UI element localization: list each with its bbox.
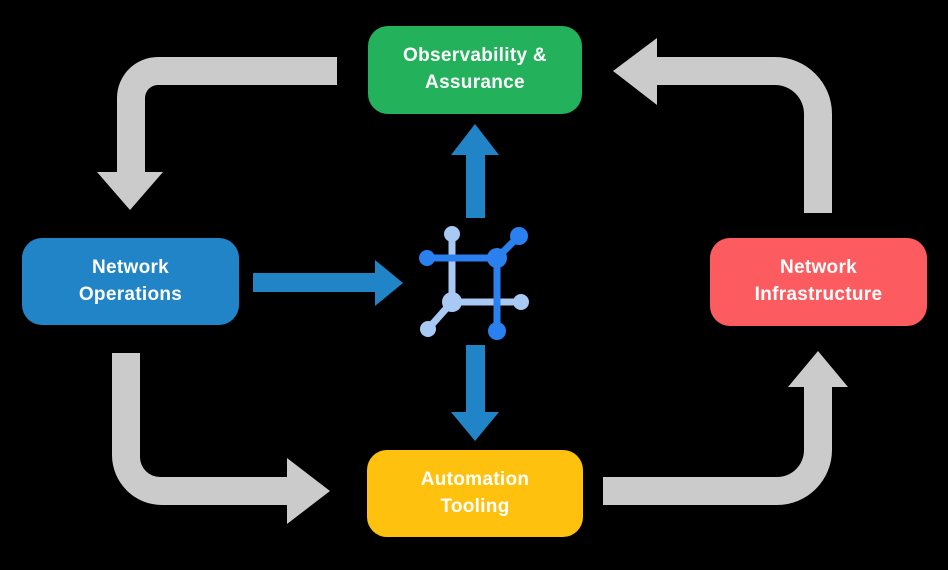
node-label-line: Automation <box>420 468 530 490</box>
cycle-arrows <box>97 38 848 524</box>
icon-node <box>510 227 528 245</box>
node-label-line: Infrastructure <box>754 284 883 305</box>
node-automation-tooling: Automation Tooling <box>367 450 583 537</box>
icon-node <box>444 226 460 242</box>
node-label-line: Network <box>779 257 858 279</box>
node-label-line: Assurance <box>425 72 525 93</box>
arrow-observability-to-operations <box>97 57 337 210</box>
node-label-line: Operations <box>78 283 183 305</box>
icon-node <box>488 322 506 340</box>
node-observability-assurance: Observability & Assurance <box>368 26 582 114</box>
node-label: Automation Tooling <box>421 467 530 521</box>
icon-node <box>513 294 529 310</box>
network-mesh-icon <box>419 226 529 340</box>
node-network-infrastructure: Network Infrastructure <box>710 238 927 326</box>
node-label-line: Tooling <box>440 495 510 517</box>
arrow-automation-to-infrastructure <box>603 351 848 505</box>
arrow-infrastructure-to-observability <box>613 38 832 213</box>
flow-arrows <box>253 124 499 441</box>
node-label-line: Observability & <box>403 45 547 67</box>
node-label: Network Operations <box>79 255 182 309</box>
arrow-center-to-automation <box>451 345 499 441</box>
arrow-operations-to-automation <box>112 353 330 524</box>
node-network-operations: Network Operations <box>22 238 239 325</box>
node-label: Observability & Assurance <box>403 43 547 97</box>
arrow-center-to-observability <box>451 124 499 218</box>
arrow-operations-to-center <box>253 260 403 306</box>
icon-node <box>442 292 462 312</box>
icon-node <box>419 250 435 266</box>
icon-node <box>420 321 436 337</box>
node-label: Network Infrastructure <box>755 255 883 309</box>
icon-node <box>487 248 507 268</box>
node-label-line: Network <box>91 256 170 278</box>
